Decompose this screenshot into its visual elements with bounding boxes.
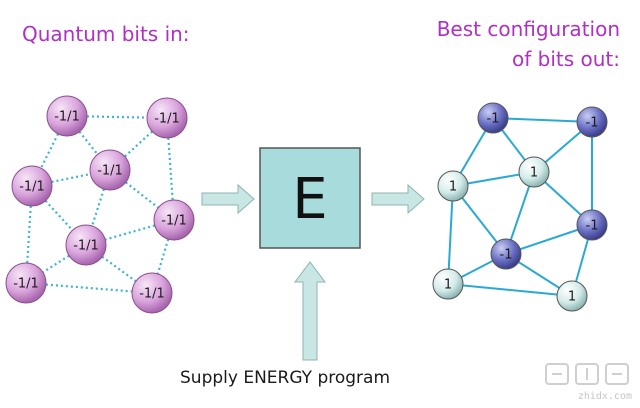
output-node-circle	[490, 238, 522, 270]
output-node: 1	[556, 280, 588, 312]
input-node-label: -1/1	[13, 277, 39, 292]
output-nodes: -1 -1 1 1 -1 -1 1 1	[432, 102, 608, 312]
output-node-circle	[432, 268, 464, 300]
output-node-label: 1	[530, 166, 538, 181]
output-node-circle	[437, 170, 469, 202]
input-node: -1/1	[153, 199, 195, 241]
output-title: Best configuration of bits out:	[437, 14, 620, 74]
output-node-label: 1	[444, 278, 452, 293]
input-node-circle	[146, 97, 188, 139]
watermark-logo-icon	[545, 363, 629, 385]
input-node: -1/1	[65, 224, 107, 266]
input-node: -1/1	[46, 95, 88, 137]
input-node-label: -1/1	[97, 164, 123, 179]
input-edge	[25, 281, 153, 295]
output-arrow	[371, 183, 425, 215]
input-title: Quantum bits in:	[22, 22, 190, 46]
output-node-circle	[518, 156, 550, 188]
output-node: 1	[432, 268, 464, 300]
input-node-circle	[11, 165, 53, 207]
output-title-line1: Best configuration	[436, 17, 620, 41]
input-node-circle	[131, 272, 173, 314]
output-node: -1	[490, 238, 522, 270]
input-node: -1/1	[5, 262, 47, 304]
input-node: -1/1	[11, 165, 53, 207]
input-node-circle	[153, 199, 195, 241]
input-node-circle	[65, 224, 107, 266]
watermark-text: zhidx.com	[577, 391, 632, 402]
output-edge	[447, 185, 454, 285]
input-node: -1/1	[146, 97, 188, 139]
input-node-circle	[46, 95, 88, 137]
supply-energy-caption: Supply ENERGY program	[180, 368, 391, 388]
output-edge	[447, 283, 573, 297]
output-edges	[447, 117, 593, 297]
input-nodes: -1/1 -1/1 -1/1 -1/1 -1/1 -1/1 -1/1 -1/1	[5, 95, 195, 314]
input-node-label: -1/1	[161, 214, 187, 229]
output-node-circle	[477, 102, 509, 134]
input-edge	[85, 244, 153, 294]
input-node-label: -1/1	[54, 110, 80, 125]
output-node: -1	[576, 209, 608, 241]
input-node-circle	[89, 149, 131, 191]
output-node-label: 1	[568, 290, 576, 305]
output-node-label: -1	[487, 112, 500, 127]
input-node-circle	[5, 262, 47, 304]
output-node: -1	[576, 106, 608, 138]
input-node: -1/1	[131, 272, 173, 314]
output-node: 1	[437, 170, 469, 202]
watermark: zhidx.com	[522, 361, 632, 402]
output-node-circle	[576, 106, 608, 138]
input-arrow	[201, 183, 255, 215]
input-node-label: -1/1	[73, 239, 99, 254]
input-node-label: -1/1	[154, 112, 180, 127]
energy-box-label: E	[292, 167, 327, 232]
input-node-label: -1/1	[139, 287, 165, 302]
output-node: -1	[477, 102, 509, 134]
input-node-label: -1/1	[19, 180, 45, 195]
output-node: 1	[518, 156, 550, 188]
output-node-label: -1	[586, 219, 599, 234]
energy-box: E	[259, 147, 361, 249]
energy-supply-arrow	[294, 261, 326, 361]
output-edge	[492, 117, 593, 123]
output-node-circle	[576, 209, 608, 241]
input-node: -1/1	[89, 149, 131, 191]
output-node-label: -1	[500, 248, 513, 263]
output-node-label: 1	[449, 180, 457, 195]
input-edge	[109, 169, 175, 221]
input-edges	[24, 114, 176, 295]
output-node-label: -1	[586, 116, 599, 131]
output-title-line2: of bits out:	[512, 47, 620, 71]
output-node-circle	[556, 280, 588, 312]
